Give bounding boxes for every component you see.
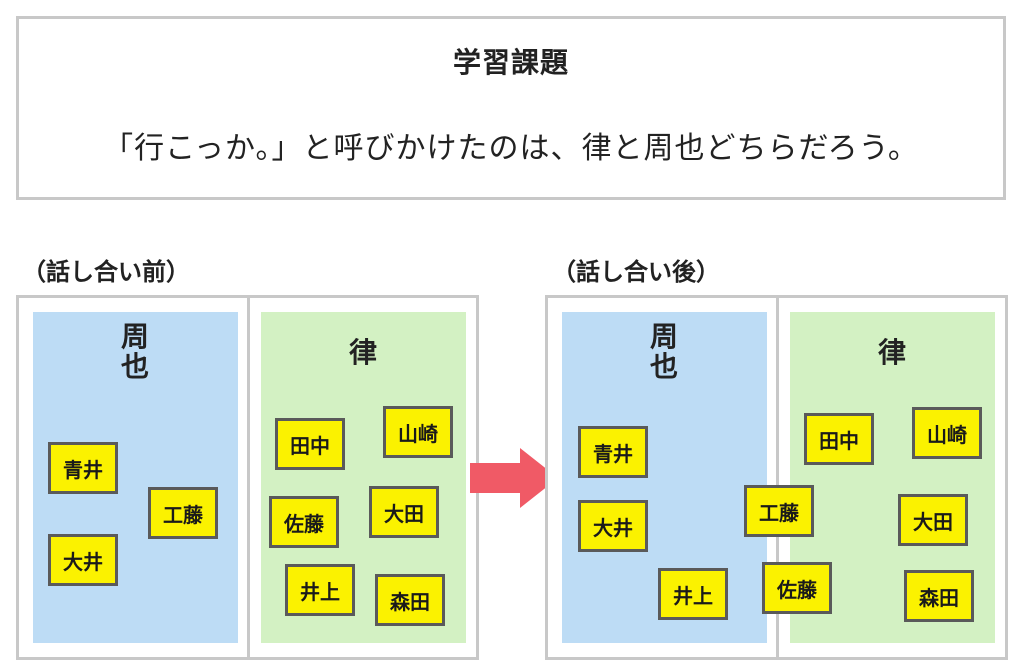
sticky-note: 森田 — [375, 574, 445, 626]
sticky-note: 井上 — [285, 564, 355, 616]
sticky-note: 大井 — [48, 534, 118, 586]
before-divider — [247, 298, 250, 657]
before-ritsu-title: 律 — [348, 336, 377, 369]
after-label: （話し合い後） — [552, 258, 720, 286]
after-panel: 周也 青井 大井 井上 律 田中 山崎 大田 森田 工藤 佐藤 — [545, 295, 1008, 660]
task-title: 学習課題 — [452, 46, 569, 79]
before-panel: 周也 青井 工藤 大井 律 田中 山崎 佐藤 大田 井上 森田 — [16, 295, 479, 660]
sticky-note: 山崎 — [383, 406, 453, 458]
right-arrow-icon — [470, 448, 558, 508]
sticky-note: 森田 — [904, 570, 974, 622]
sticky-note: 青井 — [48, 442, 118, 494]
task-question: 「行こっか。」と呼びかけたのは、律と周也どちらだろう。 — [103, 131, 919, 166]
sticky-note-boundary: 工藤 — [744, 485, 814, 537]
after-ritsu-title: 律 — [877, 336, 906, 369]
sticky-note: 田中 — [275, 418, 345, 470]
sticky-note: 大井 — [578, 500, 648, 552]
sticky-note: 佐藤 — [269, 496, 339, 548]
sticky-note: 青井 — [578, 426, 648, 478]
after-shuuya-title: 周也 — [649, 320, 678, 383]
sticky-note: 井上 — [658, 568, 728, 620]
sticky-note: 大田 — [898, 494, 968, 546]
learning-task-box: 学習課題 「行こっか。」と呼びかけたのは、律と周也どちらだろう。 — [16, 16, 1006, 200]
sticky-note: 山崎 — [912, 407, 982, 459]
before-shuuya-title: 周也 — [120, 320, 149, 383]
before-label: （話し合い前） — [22, 258, 190, 286]
before-ritsu-column: 律 田中 山崎 佐藤 大田 井上 森田 — [261, 312, 466, 643]
sticky-note: 工藤 — [148, 487, 218, 539]
after-ritsu-column: 律 田中 山崎 大田 森田 — [790, 312, 995, 643]
sticky-note-boundary: 佐藤 — [762, 562, 832, 614]
after-divider — [776, 298, 779, 657]
sticky-note: 田中 — [804, 413, 874, 465]
after-shuuya-column: 周也 青井 大井 井上 — [562, 312, 767, 643]
before-shuuya-column: 周也 青井 工藤 大井 — [33, 312, 238, 643]
sticky-note: 大田 — [369, 486, 439, 538]
